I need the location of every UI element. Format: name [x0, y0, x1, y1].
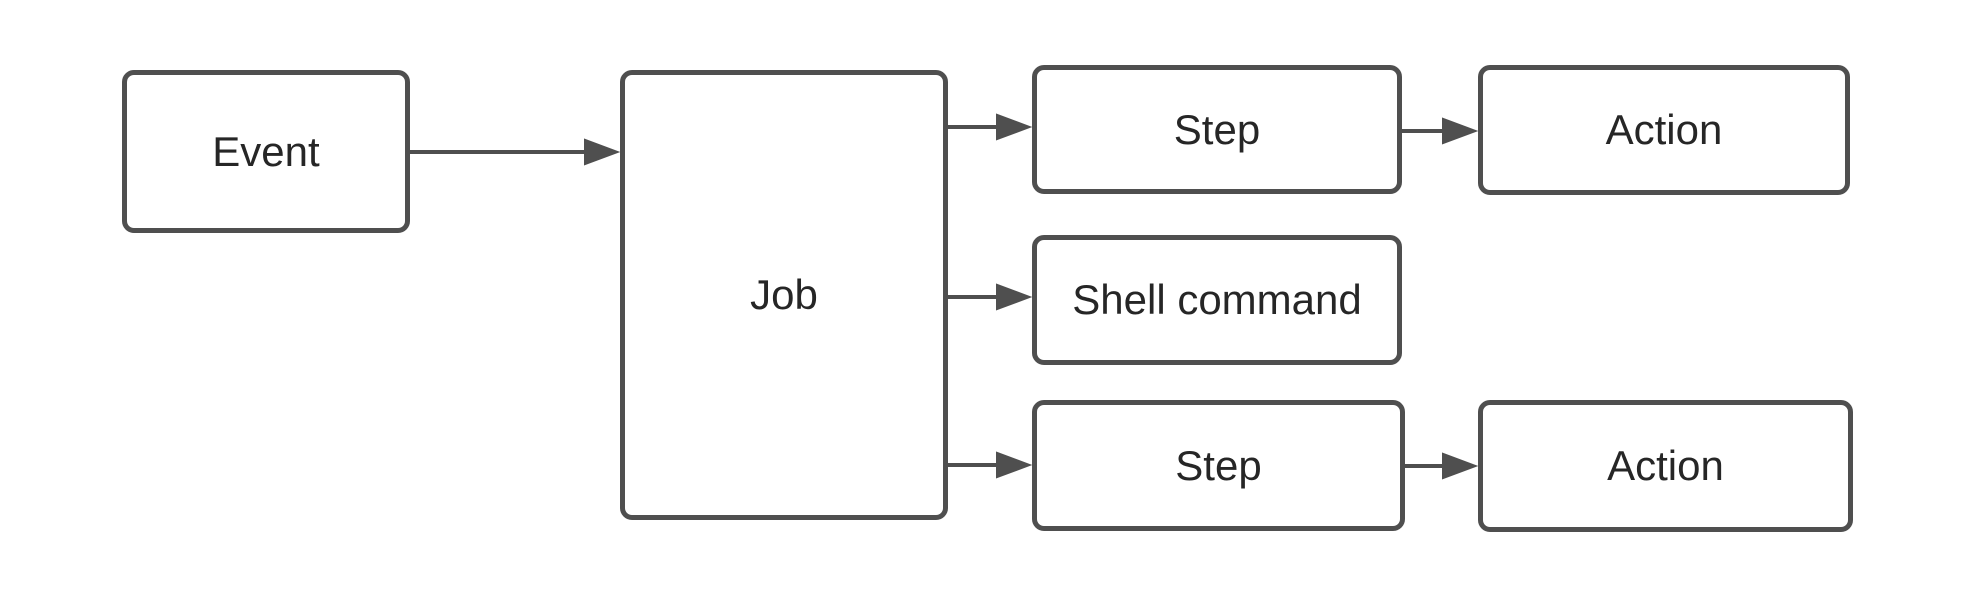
- node-shell-command: Shell command: [1032, 235, 1402, 365]
- node-step-bottom-label: Step: [1175, 441, 1262, 489]
- node-shell-command-label: Shell command: [1072, 276, 1362, 323]
- node-job: Job: [620, 70, 948, 520]
- node-action-top: Action: [1478, 65, 1850, 195]
- node-job-label: Job: [750, 271, 818, 318]
- node-step-top: Step: [1032, 65, 1402, 194]
- node-event-label: Event: [212, 127, 320, 175]
- node-action-bottom-label: Action: [1607, 442, 1724, 489]
- node-action-bottom: Action: [1478, 400, 1853, 532]
- node-step-bottom: Step: [1032, 400, 1405, 531]
- node-action-top-label: Action: [1605, 106, 1723, 153]
- node-step-top-label: Step: [1173, 105, 1261, 153]
- node-event: Event: [122, 70, 410, 233]
